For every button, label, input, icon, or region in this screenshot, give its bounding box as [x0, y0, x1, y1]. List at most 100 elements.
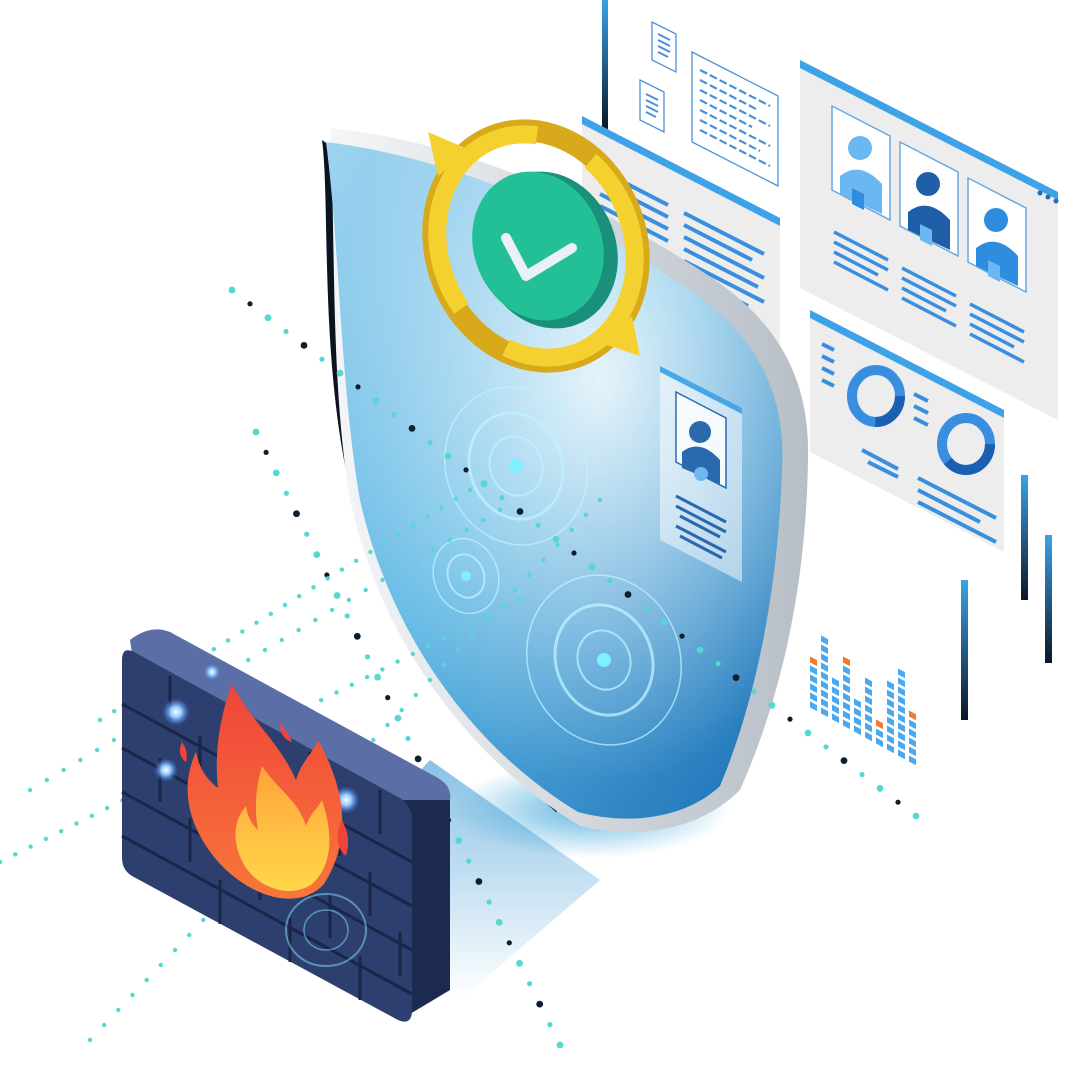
data-stream-dot [293, 510, 300, 518]
data-stream-dot [201, 917, 206, 923]
data-stream-dot [364, 674, 370, 680]
bar-chart-block [909, 719, 916, 730]
data-stream-dot [329, 607, 335, 613]
data-stream-dot [408, 425, 416, 432]
data-stream-dot [583, 512, 588, 518]
data-stream-dot [556, 1041, 564, 1049]
bar-chart-block [865, 722, 872, 733]
data-stream-dot [466, 858, 472, 864]
shield-icon [322, 128, 809, 832]
bar-chart-block [821, 707, 828, 718]
bar-chart-block [810, 701, 817, 712]
bar-chart-block [854, 707, 861, 718]
data-stream-dot [394, 714, 402, 722]
data-stream-dot [313, 617, 318, 623]
data-stream-dot [363, 587, 368, 593]
data-stream-dot [27, 787, 33, 793]
bar-chart-block [810, 692, 817, 703]
data-stream-dot [498, 602, 503, 608]
bar-chart-block [876, 719, 883, 730]
bar-chart-block [898, 695, 905, 706]
data-stream-dot [912, 812, 920, 820]
data-stream-dot [607, 578, 613, 584]
data-stream-dot [349, 682, 354, 687]
bar-chart-block [843, 710, 850, 721]
data-stream-dot [368, 549, 373, 555]
bar-chart-block [810, 656, 817, 667]
data-stream-dot [130, 992, 135, 998]
user-profiles-panel [800, 60, 1059, 420]
data-stream-dot [427, 677, 433, 683]
data-stream-dot [172, 947, 178, 953]
bar-chart-block [821, 662, 828, 673]
data-stream-dot [111, 737, 117, 743]
bar-chart-block [854, 716, 861, 727]
data-stream-dot [395, 659, 400, 664]
data-stream-dot [502, 605, 507, 610]
data-stream-dot [13, 852, 18, 857]
data-stream-dot [225, 638, 231, 643]
data-stream-dot [840, 757, 848, 764]
data-stream-dot [282, 602, 288, 608]
data-stream-dot [43, 836, 49, 842]
data-stream-dot [324, 572, 330, 578]
bar-chart-block [843, 719, 850, 730]
data-stream-dot [304, 531, 310, 537]
data-stream-dot [268, 611, 273, 616]
data-stream-dot [28, 844, 33, 849]
bar-chart-block [821, 644, 828, 655]
bar-chart-block [843, 674, 850, 685]
data-stream-dot [471, 620, 477, 626]
data-stream-dot [660, 618, 668, 626]
data-stream-dot [211, 647, 216, 652]
data-stream-dot [463, 467, 469, 473]
data-stream-dot [94, 747, 100, 753]
bar-chart-block [909, 746, 916, 757]
data-stream-dot [413, 692, 418, 698]
data-stream-dot [264, 314, 272, 322]
document-icon [651, 20, 677, 74]
data-stream-dot [447, 537, 452, 543]
data-stream-dot [380, 577, 385, 583]
data-stream-dot [823, 744, 829, 750]
data-stream-dot [228, 286, 236, 294]
data-stream-dot [296, 627, 301, 633]
data-stream-dot [425, 514, 430, 519]
data-stream-dot [89, 813, 95, 818]
data-stream-dot [732, 674, 740, 681]
bar-chart-block [909, 755, 916, 766]
data-stream-dot [102, 1022, 107, 1028]
bar-chart-block [854, 725, 861, 736]
data-stream-dot [427, 439, 433, 445]
bar-chart-block [832, 686, 839, 697]
bar-chart-block [865, 731, 872, 742]
data-stream-dot [283, 328, 289, 335]
data-stream-dot [547, 1022, 553, 1028]
data-stream-dot [413, 557, 419, 563]
data-stream-dot [444, 452, 452, 460]
bar-chart-block [843, 683, 850, 694]
user-profile-icon [660, 366, 742, 582]
bar-chart-block [898, 740, 905, 751]
data-stream-dot [263, 449, 269, 455]
user-profile-icon [967, 176, 1027, 294]
data-stream-dot [414, 755, 422, 763]
data-stream-dot [470, 632, 475, 638]
data-stream-dot [430, 547, 436, 553]
data-stream-dot [410, 651, 416, 657]
data-stream-dot [399, 707, 404, 713]
data-stream-dot [336, 369, 344, 377]
bar-chart-block [832, 677, 839, 688]
data-stream-dot [455, 837, 463, 845]
data-stream-dot [391, 412, 397, 418]
data-stream-dot [354, 558, 359, 563]
data-stream-dot [104, 805, 110, 811]
data-stream-dot [313, 551, 321, 558]
bar-chart-block [843, 665, 850, 676]
data-stream-dot [555, 542, 560, 548]
data-stream-dot [895, 799, 901, 805]
bar-chart-block [909, 710, 916, 721]
data-stream-dot [364, 654, 371, 660]
data-stream-dot [643, 605, 649, 612]
data-stream-dot [87, 1037, 93, 1043]
